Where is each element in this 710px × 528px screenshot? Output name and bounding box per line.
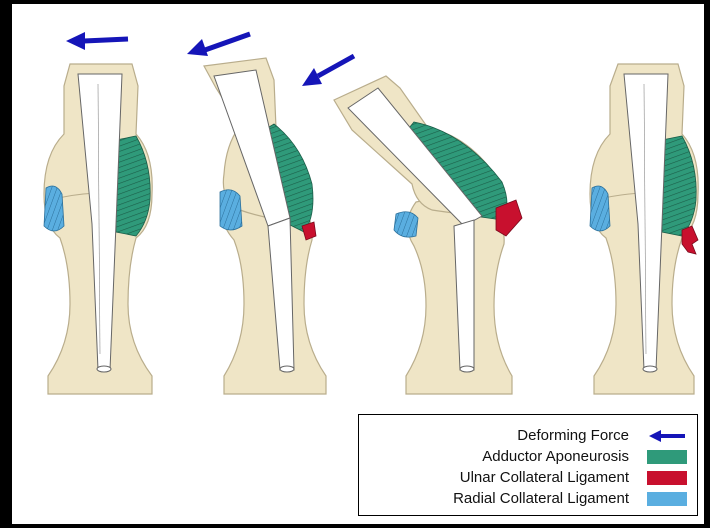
legend-label-radial-collateral-ligament: Radial Collateral Ligament (453, 490, 629, 507)
legend-row-deforming-force: Deforming Force (359, 425, 687, 446)
legend-row-radial-collateral-ligament: Radial Collateral Ligament (359, 488, 687, 509)
radial-collateral-ligament-3 (394, 212, 418, 237)
tendon-end-2 (280, 366, 294, 372)
left-arrow-icon (647, 429, 687, 443)
tendon-end-4 (643, 366, 657, 372)
radial-collateral-ligament-2 (220, 190, 242, 230)
figure-panel: Deforming Force Adductor Aponeurosis Uln… (12, 4, 704, 524)
legend-label-adductor-aponeurosis: Adductor Aponeurosis (482, 448, 629, 465)
force-arrow-head-1 (66, 32, 85, 50)
force-arrow-1 (84, 39, 128, 41)
legend-row-ulnar-collateral-ligament: Ulnar Collateral Ligament (359, 467, 687, 488)
radial-collateral-ligament-4 (590, 186, 610, 231)
stage-3 (302, 56, 522, 394)
legend-swatch-radial-collateral-ligament (647, 492, 687, 506)
legend: Deforming Force Adductor Aponeurosis Uln… (358, 414, 698, 516)
tendon-end-1 (97, 366, 111, 372)
tendon-end-3 (460, 366, 474, 372)
force-arrow-3 (318, 56, 354, 76)
ulnar-collateral-ligament-4 (682, 226, 698, 254)
stage-2 (187, 34, 326, 394)
legend-label-deforming-force: Deforming Force (517, 427, 629, 444)
legend-swatch-ulnar-collateral-ligament (647, 471, 687, 485)
stage-4 (590, 64, 698, 394)
force-arrow-head-2 (187, 39, 208, 56)
radial-collateral-ligament-1 (44, 186, 64, 231)
force-arrow-2 (205, 34, 250, 50)
stage-1 (44, 32, 152, 394)
legend-label-ulnar-collateral-ligament: Ulnar Collateral Ligament (460, 469, 629, 486)
legend-swatch-adductor-aponeurosis (647, 450, 687, 464)
legend-row-adductor-aponeurosis: Adductor Aponeurosis (359, 446, 687, 467)
